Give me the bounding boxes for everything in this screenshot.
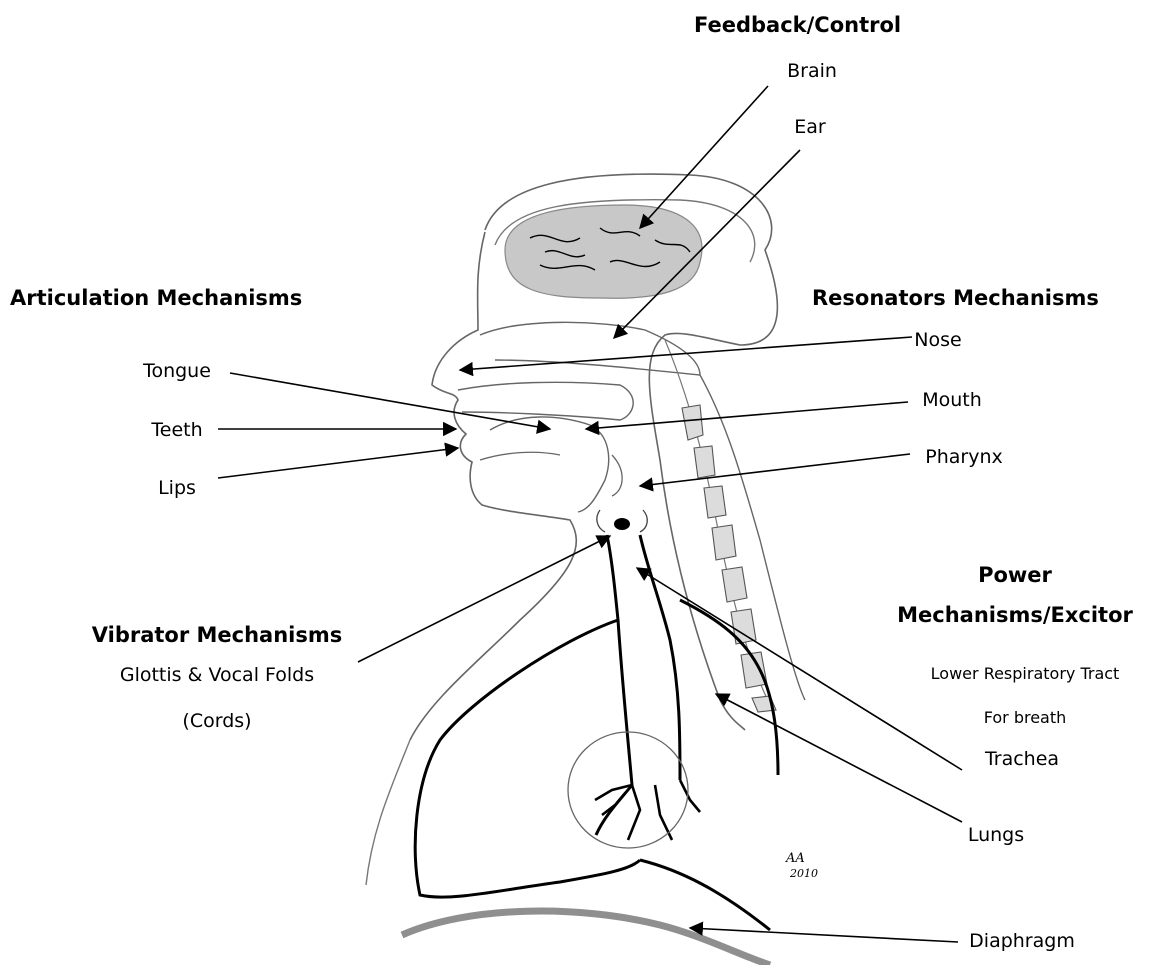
cords-label: (Cords) — [182, 712, 251, 731]
signature-initials: AA — [786, 852, 805, 865]
arrow-pharynx — [640, 454, 910, 486]
brain-label: Brain — [787, 62, 837, 81]
face-profile — [410, 232, 576, 740]
feedback-control-heading: Feedback/Control — [694, 15, 901, 36]
lower-tract-label: Lower Respiratory Tract — [931, 666, 1120, 682]
ear-label: Ear — [794, 118, 825, 137]
arrow-nose — [460, 337, 912, 370]
vibrator-heading: Vibrator Mechanisms — [92, 625, 343, 646]
tongue-shape — [490, 417, 609, 512]
larynx-back — [640, 510, 647, 532]
mouth-label: Mouth — [922, 391, 982, 410]
nose-label: Nose — [914, 331, 961, 350]
arrow-lungs — [716, 694, 962, 822]
lips-label: Lips — [158, 479, 196, 498]
resonators-heading-word: Resonators — [812, 286, 946, 310]
arrow-vibrator — [358, 536, 610, 662]
arrow-trachea — [637, 568, 962, 770]
palate — [458, 382, 633, 420]
diaphragm-label: Diaphragm — [969, 932, 1075, 951]
arrow-mouth — [586, 402, 908, 429]
for-breath-label: For breath — [984, 710, 1067, 726]
arrow-lips — [218, 448, 458, 478]
nasal-cavity — [480, 322, 700, 375]
articulation-heading: Articulation Mechanisms — [10, 288, 302, 309]
thorax-lower-right — [640, 860, 770, 930]
epiglottis — [612, 455, 622, 496]
tongue-label: Tongue — [143, 362, 211, 381]
glottis-label: Glottis & Vocal Folds — [120, 666, 314, 685]
trachea-label: Trachea — [985, 750, 1059, 769]
jaw — [480, 452, 560, 460]
diaphragm-shape — [402, 911, 770, 965]
brain-shape — [505, 205, 702, 298]
resonators-heading: Resonators Mechanisms — [812, 288, 1099, 309]
teeth-label: Teeth — [151, 421, 202, 440]
arrow-brain — [640, 86, 768, 228]
power-heading-line1: Power — [978, 565, 1052, 586]
lungs-label: Lungs — [968, 826, 1024, 845]
resonators-heading-mechanisms: Mechanisms — [953, 286, 1099, 310]
pharynx-label: Pharynx — [925, 448, 1002, 467]
larynx-front — [597, 510, 605, 532]
glottis-shape — [614, 518, 630, 530]
chest-outline — [366, 740, 410, 885]
arrow-diaphragm — [690, 928, 958, 942]
signature-year: 2010 — [790, 868, 818, 879]
trachea-back — [640, 535, 680, 780]
power-heading-line2: Mechanisms/Excitor — [897, 605, 1133, 626]
vertebrae — [682, 405, 776, 712]
arrow-tongue — [230, 373, 550, 429]
thorax-left — [415, 620, 640, 897]
